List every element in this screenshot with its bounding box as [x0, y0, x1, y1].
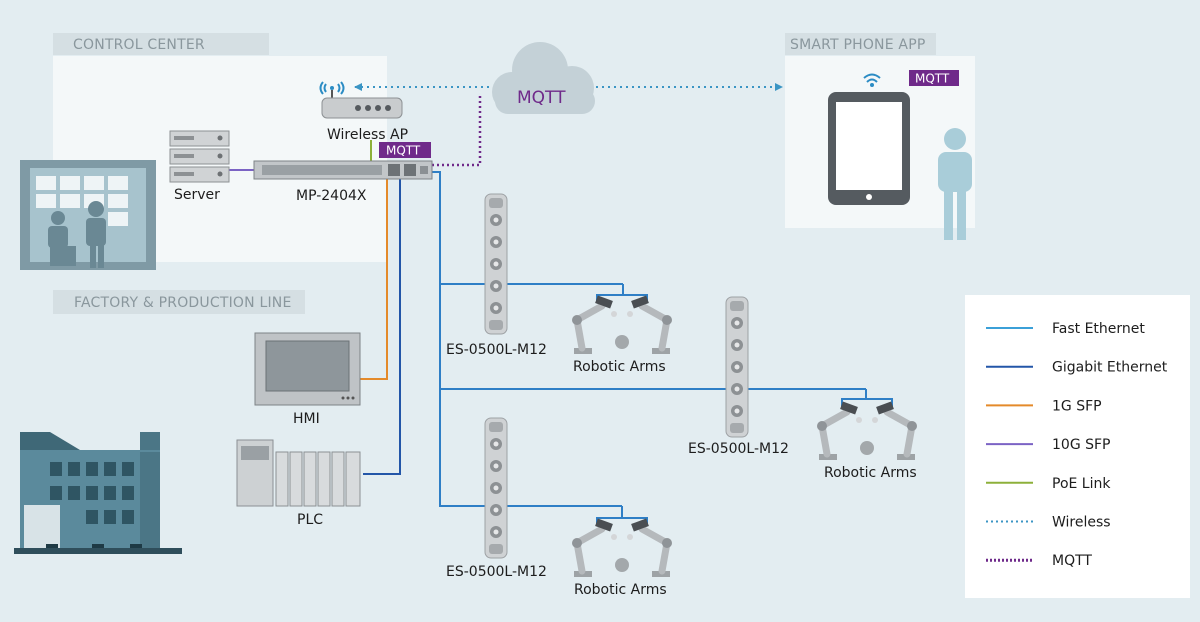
server-label: Server [174, 187, 220, 203]
wifi-icon [863, 73, 881, 87]
phone-mqtt-badge [909, 70, 959, 86]
legend-panel [965, 295, 1190, 598]
robot-3-label: Robotic Arms [574, 582, 667, 598]
robot-1-label: Robotic Arms [573, 359, 666, 375]
robot-2-label: Robotic Arms [824, 465, 917, 481]
hmi-label: HMI [293, 411, 320, 427]
legend-label: MQTT [1052, 553, 1092, 569]
switch-icon[interactable] [253, 160, 433, 180]
core-switch-label: MP-2404X [296, 188, 367, 204]
legend-label: PoE Link [1052, 476, 1111, 492]
legend-label: Wireless [1052, 515, 1111, 531]
legend-label: 10G SFP [1052, 437, 1111, 453]
legend-item: 1G SFP [986, 398, 1102, 414]
server-icon[interactable] [169, 130, 230, 183]
link-mqtt [432, 96, 482, 167]
link-gigabit-plc [363, 179, 401, 475]
switch-1-label: ES-0500L-M12 [446, 342, 547, 358]
legend-item: 10G SFP [986, 437, 1111, 453]
switch-mqtt-badge-text: MQTT [386, 144, 421, 158]
person-icon [938, 128, 972, 240]
plc-icon[interactable] [236, 439, 361, 507]
m12-switch-icon[interactable] [484, 417, 508, 559]
legend-label: Fast Ethernet [1052, 321, 1145, 337]
legend-label: Gigabit Ethernet [1052, 360, 1168, 376]
smart-phone-app-title: SMART PHONE APP [790, 37, 925, 53]
factory-header [53, 290, 305, 314]
legend-item: MQTT [986, 553, 1092, 569]
robotic-arm-icon[interactable] [817, 402, 917, 460]
switch-3-label: ES-0500L-M12 [446, 564, 547, 580]
factory-title: FACTORY & PRODUCTION LINE [74, 295, 292, 311]
router-icon[interactable] [321, 97, 403, 119]
link-1g-sfp-hmi [360, 179, 388, 380]
phone-mqtt-badge-text: MQTT [915, 72, 950, 86]
connections [229, 83, 893, 525]
legend-label: 1G SFP [1052, 398, 1102, 414]
control-center-title: CONTROL CENTER [73, 37, 205, 53]
operator-icon [20, 160, 156, 270]
hmi-icon[interactable] [254, 332, 361, 406]
factory-building-icon [14, 432, 182, 554]
switch-2-label: ES-0500L-M12 [688, 441, 789, 457]
legend-item: Wireless [986, 515, 1111, 531]
legend-item: Gigabit Ethernet [986, 360, 1168, 376]
link-fast-ethernet-trunk [430, 171, 496, 507]
wifi-icon [319, 81, 345, 100]
smart-phone-app-header [785, 33, 936, 55]
m12-switch-icon[interactable] [484, 193, 508, 335]
tablet-icon[interactable] [828, 92, 910, 205]
m12-switch-icon[interactable] [725, 296, 749, 438]
legend-item: PoE Link [986, 476, 1111, 492]
switch-mqtt-badge [379, 142, 431, 158]
robotic-arm-icon[interactable] [572, 519, 672, 577]
control-center-header [53, 33, 269, 55]
wireless-ap-label: Wireless AP [327, 127, 408, 143]
cloud-icon [492, 42, 595, 114]
plc-label: PLC [297, 512, 323, 528]
robotic-arm-icon[interactable] [572, 296, 672, 354]
legend-item: Fast Ethernet [986, 321, 1145, 337]
cloud-mqtt-label: MQTT [517, 88, 566, 108]
